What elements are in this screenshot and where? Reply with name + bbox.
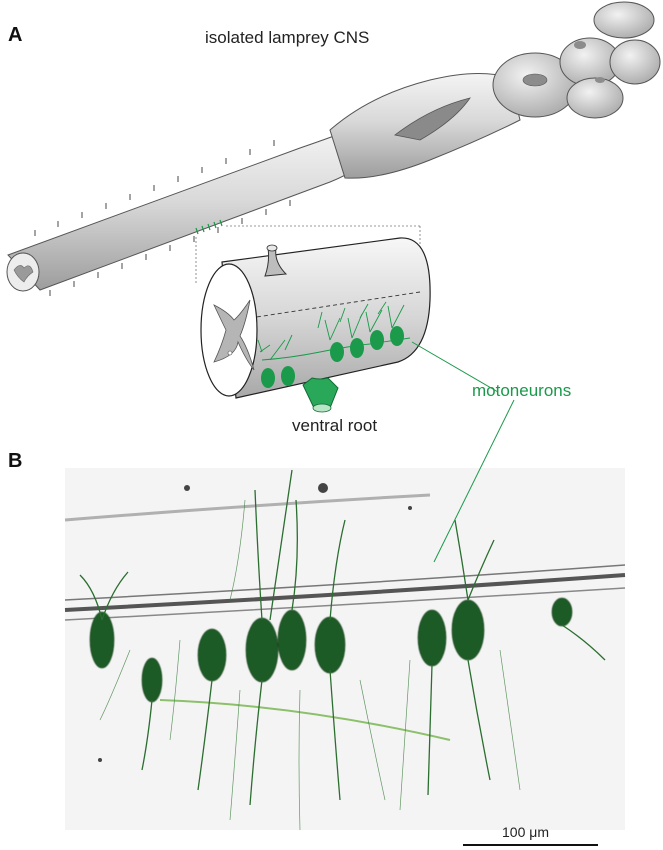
magnified-cord-segment <box>200 237 431 399</box>
panel-letter-a: A <box>8 24 23 46</box>
specks <box>98 483 412 762</box>
motoneurons-callout-b <box>433 399 515 563</box>
motoneurons-callout-a <box>411 341 499 393</box>
cord-neuron-marks <box>195 219 223 235</box>
neurites <box>79 469 606 806</box>
ventral-root <box>302 377 339 413</box>
lamprey-cns-diagram <box>6 1 661 413</box>
motoneurons-label: motoneurons <box>472 381 572 400</box>
fiber-tracts <box>64 493 626 741</box>
ventral-root-label: ventral root <box>292 416 378 435</box>
motoneuron-somata <box>261 326 404 388</box>
panel-letter-b: B <box>8 450 23 472</box>
zoom-lines <box>195 225 421 285</box>
scale-bar-label: 100 μm <box>502 824 549 840</box>
spinal-cord <box>6 73 521 296</box>
fine-neurites <box>99 499 521 831</box>
brain <box>492 1 661 119</box>
panel-a-title: isolated lamprey CNS <box>205 28 370 47</box>
